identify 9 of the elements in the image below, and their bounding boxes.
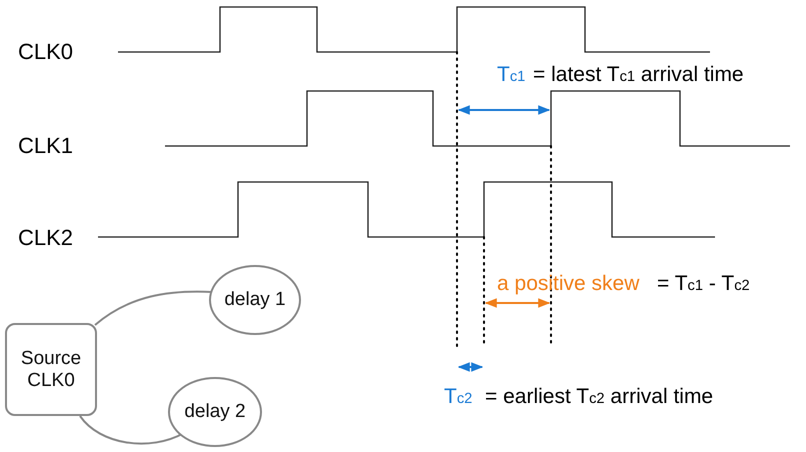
node-label: Source CLK0: [20, 348, 82, 392]
signal-name: CLK0: [18, 41, 74, 63]
connector-line: [94, 290, 212, 326]
node-label: delay 1: [224, 289, 286, 311]
source-box: [5, 323, 97, 416]
annotation-text: a positive skew: [497, 273, 640, 294]
signal-name: CLK1: [18, 135, 74, 157]
node-label: delay 2: [184, 401, 246, 423]
signal-name: CLK2: [18, 227, 74, 249]
